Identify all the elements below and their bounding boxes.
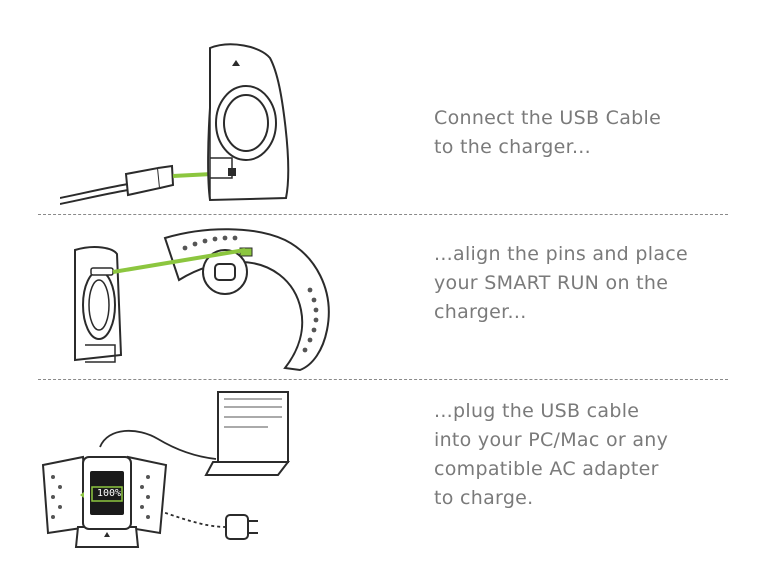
step-divider [38, 379, 728, 380]
watch-charging-illustration [38, 387, 298, 552]
step-divider [38, 214, 728, 215]
step-connect-cable: Connect the USB Cable to the charger... [0, 0, 763, 215]
watch-onto-charger-illustration [55, 220, 375, 375]
step-1-caption: Connect the USB Cable to the charger... [434, 104, 661, 162]
step-2-caption: ...align the pins and place your SMART R… [434, 240, 688, 327]
step-3-caption: ...plug the USB cable into your PC/Mac o… [434, 397, 668, 513]
step-align-pins: ...align the pins and place your SMART R… [0, 216, 763, 376]
screen-percent-label: 100% [94, 488, 124, 500]
charger-with-usb-cable-illustration [60, 28, 310, 213]
step-plug-usb: 100% ...plug the USB cable into your PC/… [0, 381, 763, 562]
